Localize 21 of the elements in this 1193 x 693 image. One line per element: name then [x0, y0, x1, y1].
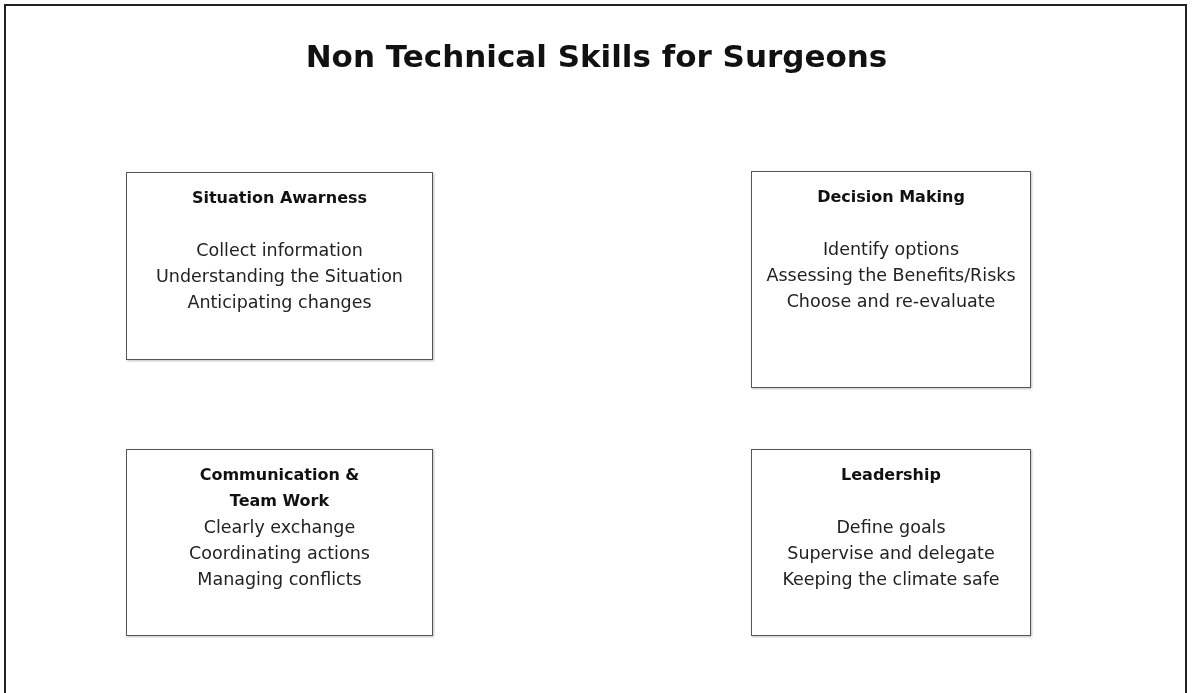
skill-item: Coordinating actions [188, 542, 371, 565]
box-heading: Communication & Team Work [199, 464, 360, 512]
skill-item: Collect information [195, 239, 364, 262]
skill-item: Managing conflicts [196, 568, 363, 591]
skill-item: Understanding the Situation [155, 265, 404, 288]
skill-item: Anticipating changes [186, 291, 373, 314]
skill-box [126, 449, 433, 636]
box-heading: Leadership [840, 464, 942, 486]
skill-item: Supervise and delegate [786, 542, 996, 565]
box-heading: Situation Awarness [190, 187, 369, 209]
skill-box [751, 171, 1031, 388]
skill-item: Keeping the climate safe [781, 568, 1001, 591]
skill-item: Choose and re-evaluate [785, 290, 997, 313]
skill-item: Define goals [835, 516, 947, 539]
box-heading: Decision Making [816, 186, 966, 208]
skill-item: Clearly exchange [202, 516, 357, 539]
skill-item: Assessing the Benefits/Risks [765, 264, 1017, 287]
skill-box [126, 172, 433, 360]
skill-item: Identify options [821, 238, 961, 261]
skill-box [751, 449, 1031, 636]
title: Non Technical Skills for Surgeons [304, 38, 889, 74]
